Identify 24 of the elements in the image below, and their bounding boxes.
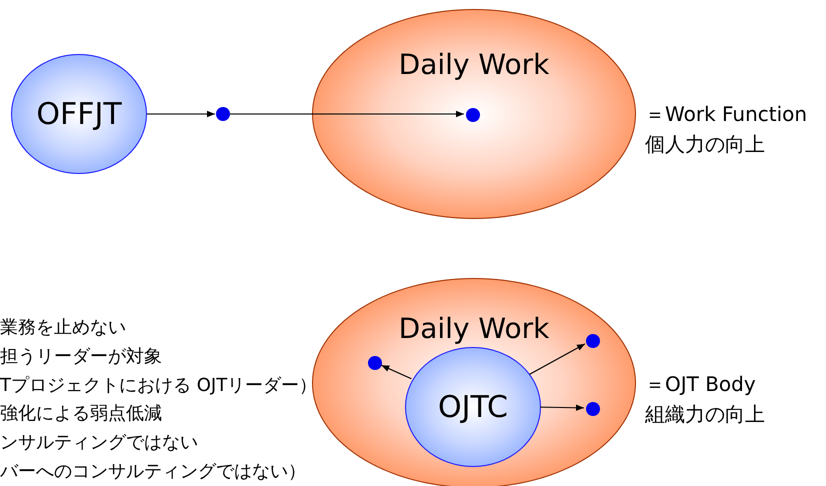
side-note: 組織力の向上 bbox=[645, 401, 765, 428]
bullet-text: バーへのコンサルティングではない） bbox=[0, 460, 306, 484]
arrow bbox=[540, 404, 584, 411]
arrow bbox=[529, 343, 586, 375]
bullet-text: Tプロジェクトにおける OJTリーダー） bbox=[0, 374, 318, 398]
bullet-text: 担うリーダーが対象 bbox=[0, 344, 162, 369]
side-note: ＝OJT Body bbox=[645, 371, 756, 398]
dot bbox=[216, 107, 230, 121]
side-note: ＝Work Function bbox=[645, 101, 808, 128]
region-title: Daily Work bbox=[398, 47, 550, 83]
dot bbox=[586, 402, 600, 416]
arrow bbox=[147, 110, 215, 118]
bullet-text: ンサルティングではない bbox=[0, 431, 198, 456]
region-title: Daily Work bbox=[398, 311, 550, 347]
side-note: 個人力の向上 bbox=[645, 131, 765, 158]
circle-node: OFFJT bbox=[11, 54, 147, 174]
dot bbox=[586, 334, 600, 348]
arrow bbox=[230, 110, 464, 118]
circle-node: OJTC bbox=[405, 347, 541, 467]
dot bbox=[368, 356, 382, 370]
arrow bbox=[381, 364, 412, 380]
dot bbox=[466, 108, 480, 122]
bullet-text: 強化による弱点低減 bbox=[0, 402, 162, 426]
bullet-text: 業務を止めない bbox=[0, 316, 126, 340]
